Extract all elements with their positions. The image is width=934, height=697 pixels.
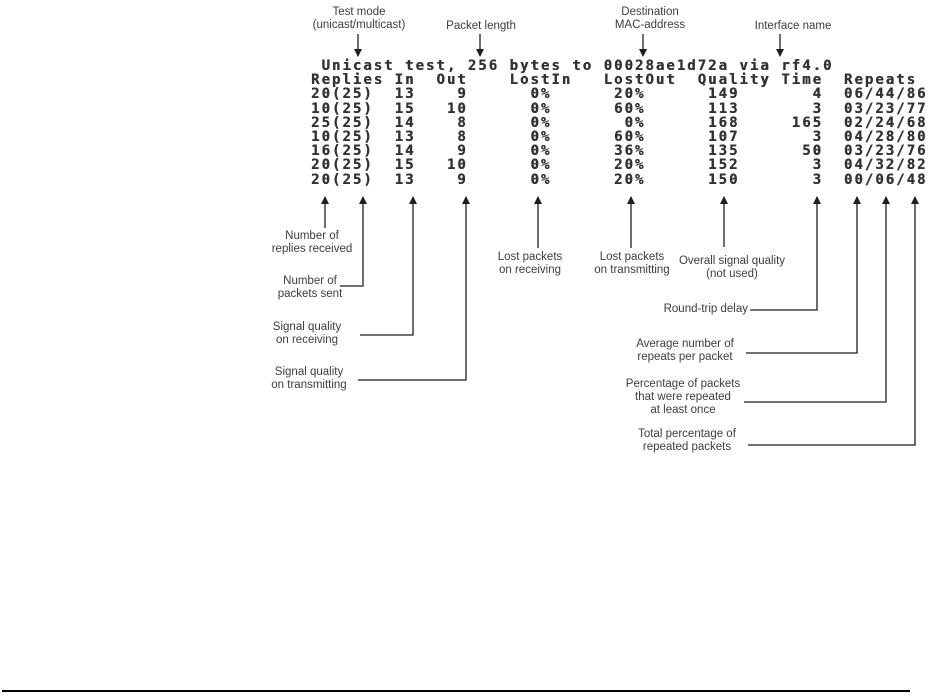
arrow-round-trip [750,196,821,311]
label-signal-tx: Signal quality on transmitting [271,366,347,391]
page-bottom-rule [2,690,910,692]
label-packets-sent: Number of packets sent [277,275,343,300]
label-avg-repeats: Average number of repeats per packet [636,338,734,363]
label-destination-mac: Destination MAC-address [614,6,686,31]
label-round-trip: Round-trip delay [663,303,748,315]
label-packet-length: Packet length [446,20,516,32]
arrow-signal-rx [360,196,417,336]
label-signal-rx: Signal quality on receiving [272,321,342,346]
label-lost-rx: Lost packets on receiving [497,251,563,276]
label-replies-received: Number of replies received [271,230,353,255]
label-lost-tx: Lost packets on transmitting [594,251,670,276]
label-test-mode: Test mode (unicast/multicast) [312,6,406,31]
arrow-total-pct [748,196,919,446]
terminal-output: Unicast test, 256 bytes to 00028ae1d72a … [311,58,928,188]
label-pct-repeated: Percentage of packets that were repeated… [625,378,741,416]
label-overall-quality: Overall signal quality (not used) [678,255,786,280]
arrow-pct-repeated [744,196,890,403]
label-total-pct: Total percentage of repeated packets [638,428,736,453]
label-interface-name: Interface name [754,20,832,32]
